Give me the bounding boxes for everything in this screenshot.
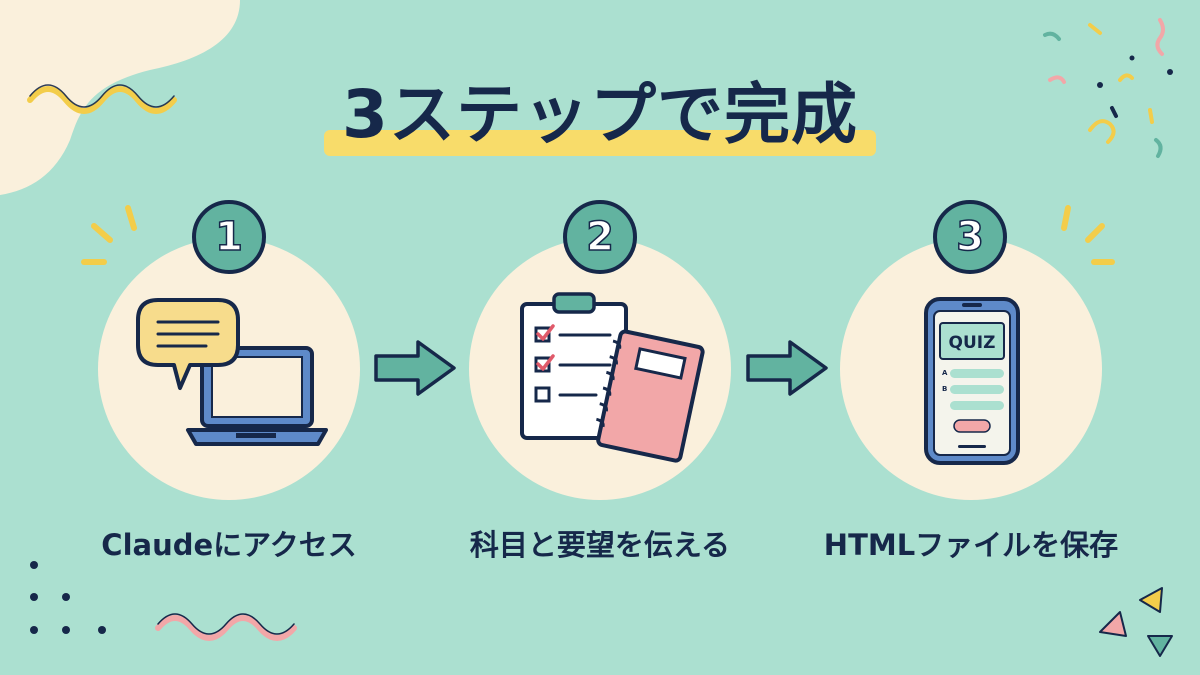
- step-2-badge: 2: [563, 200, 637, 274]
- confetti: [1043, 18, 1165, 158]
- sparkle-left: [81, 205, 137, 265]
- option-a-text: A: [942, 369, 948, 377]
- sparkle-right: [1061, 205, 1115, 265]
- step-2-label: 科目と要望を伝える: [469, 528, 731, 562]
- quiz-phone-icon: QUIZ A B: [924, 297, 1020, 465]
- option-b-text: B: [942, 385, 947, 393]
- step-3-label: HTMLファイルを保存: [823, 528, 1119, 562]
- arrow-right-icon: [374, 340, 456, 396]
- quiz-text: QUIZ: [949, 333, 996, 353]
- dot-grid: [30, 561, 106, 634]
- yellow-squiggle: [27, 86, 177, 114]
- page-title: 3ステップで完成: [324, 70, 876, 160]
- step-1-label: Claudeにアクセス: [101, 528, 357, 562]
- triangles: [1099, 587, 1173, 657]
- laptop-chat-icon: [136, 298, 328, 446]
- corner-blob: [0, 0, 240, 195]
- checklist-notebook-icon: [520, 292, 705, 463]
- step-3-badge: 3: [933, 200, 1007, 274]
- arrow-right-icon: [746, 340, 828, 396]
- title-text: 3ステップで完成: [342, 76, 858, 153]
- title-container: 3ステップで完成: [0, 70, 1200, 160]
- pink-squiggle: [155, 615, 297, 641]
- step-1-badge: 1: [192, 200, 266, 274]
